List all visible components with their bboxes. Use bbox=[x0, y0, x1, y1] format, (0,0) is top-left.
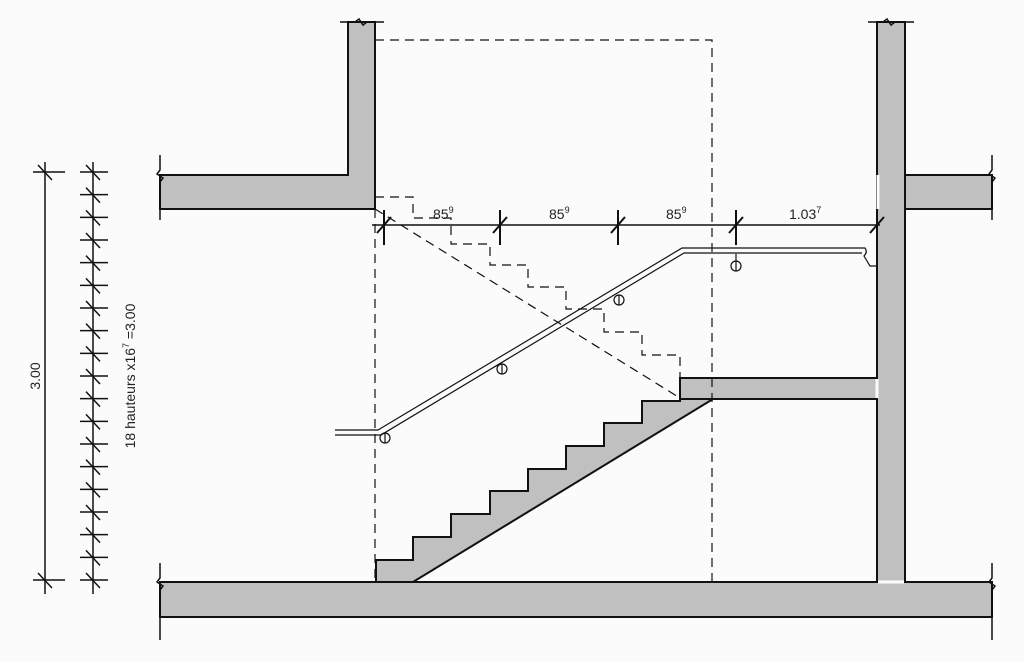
riser-tick bbox=[85, 323, 101, 340]
riser-tick bbox=[85, 209, 101, 226]
tread-dim-3: 859 bbox=[666, 205, 687, 222]
riser-tick bbox=[85, 277, 101, 294]
riser-tick bbox=[85, 549, 101, 566]
riser-tick bbox=[85, 368, 101, 385]
riser-tick bbox=[85, 504, 101, 521]
right-wall bbox=[876, 21, 906, 583]
break-lines bbox=[155, 17, 997, 640]
risers-dimension bbox=[80, 162, 108, 594]
right-upper-slab bbox=[904, 174, 993, 210]
upper-left-wall-slab bbox=[159, 21, 376, 210]
riser-tick bbox=[85, 459, 101, 476]
handrail[interactable] bbox=[335, 247, 877, 444]
riser-tick bbox=[85, 255, 101, 272]
riser-tick bbox=[85, 345, 101, 362]
wall-joints bbox=[875, 175, 904, 584]
total-height-dimension bbox=[33, 162, 65, 594]
total-height-label: 3.00 bbox=[27, 362, 43, 389]
landing-dim: 1.037 bbox=[789, 205, 821, 222]
riser-tick bbox=[85, 436, 101, 453]
tread-dimension-line bbox=[372, 210, 885, 245]
stair-flight bbox=[375, 378, 717, 583]
landing-slab bbox=[679, 377, 878, 400]
riser-tick bbox=[85, 527, 101, 544]
riser-tick bbox=[85, 300, 101, 317]
tread-dim-2: 859 bbox=[549, 205, 570, 222]
riser-tick bbox=[85, 413, 101, 430]
riser-tick bbox=[85, 572, 101, 589]
riser-tick bbox=[85, 187, 101, 204]
upper-flight-hidden-lines bbox=[374, 39, 713, 582]
riser-tick bbox=[85, 481, 101, 498]
risers-label: 18 hauteurs x167 =3.00 bbox=[121, 303, 138, 448]
concrete-structure bbox=[159, 21, 993, 618]
riser-tick bbox=[85, 391, 101, 408]
ground-slab bbox=[159, 581, 993, 618]
tread-dim-1: 859 bbox=[433, 205, 454, 222]
riser-tick bbox=[85, 232, 101, 249]
riser-tick bbox=[85, 164, 101, 181]
